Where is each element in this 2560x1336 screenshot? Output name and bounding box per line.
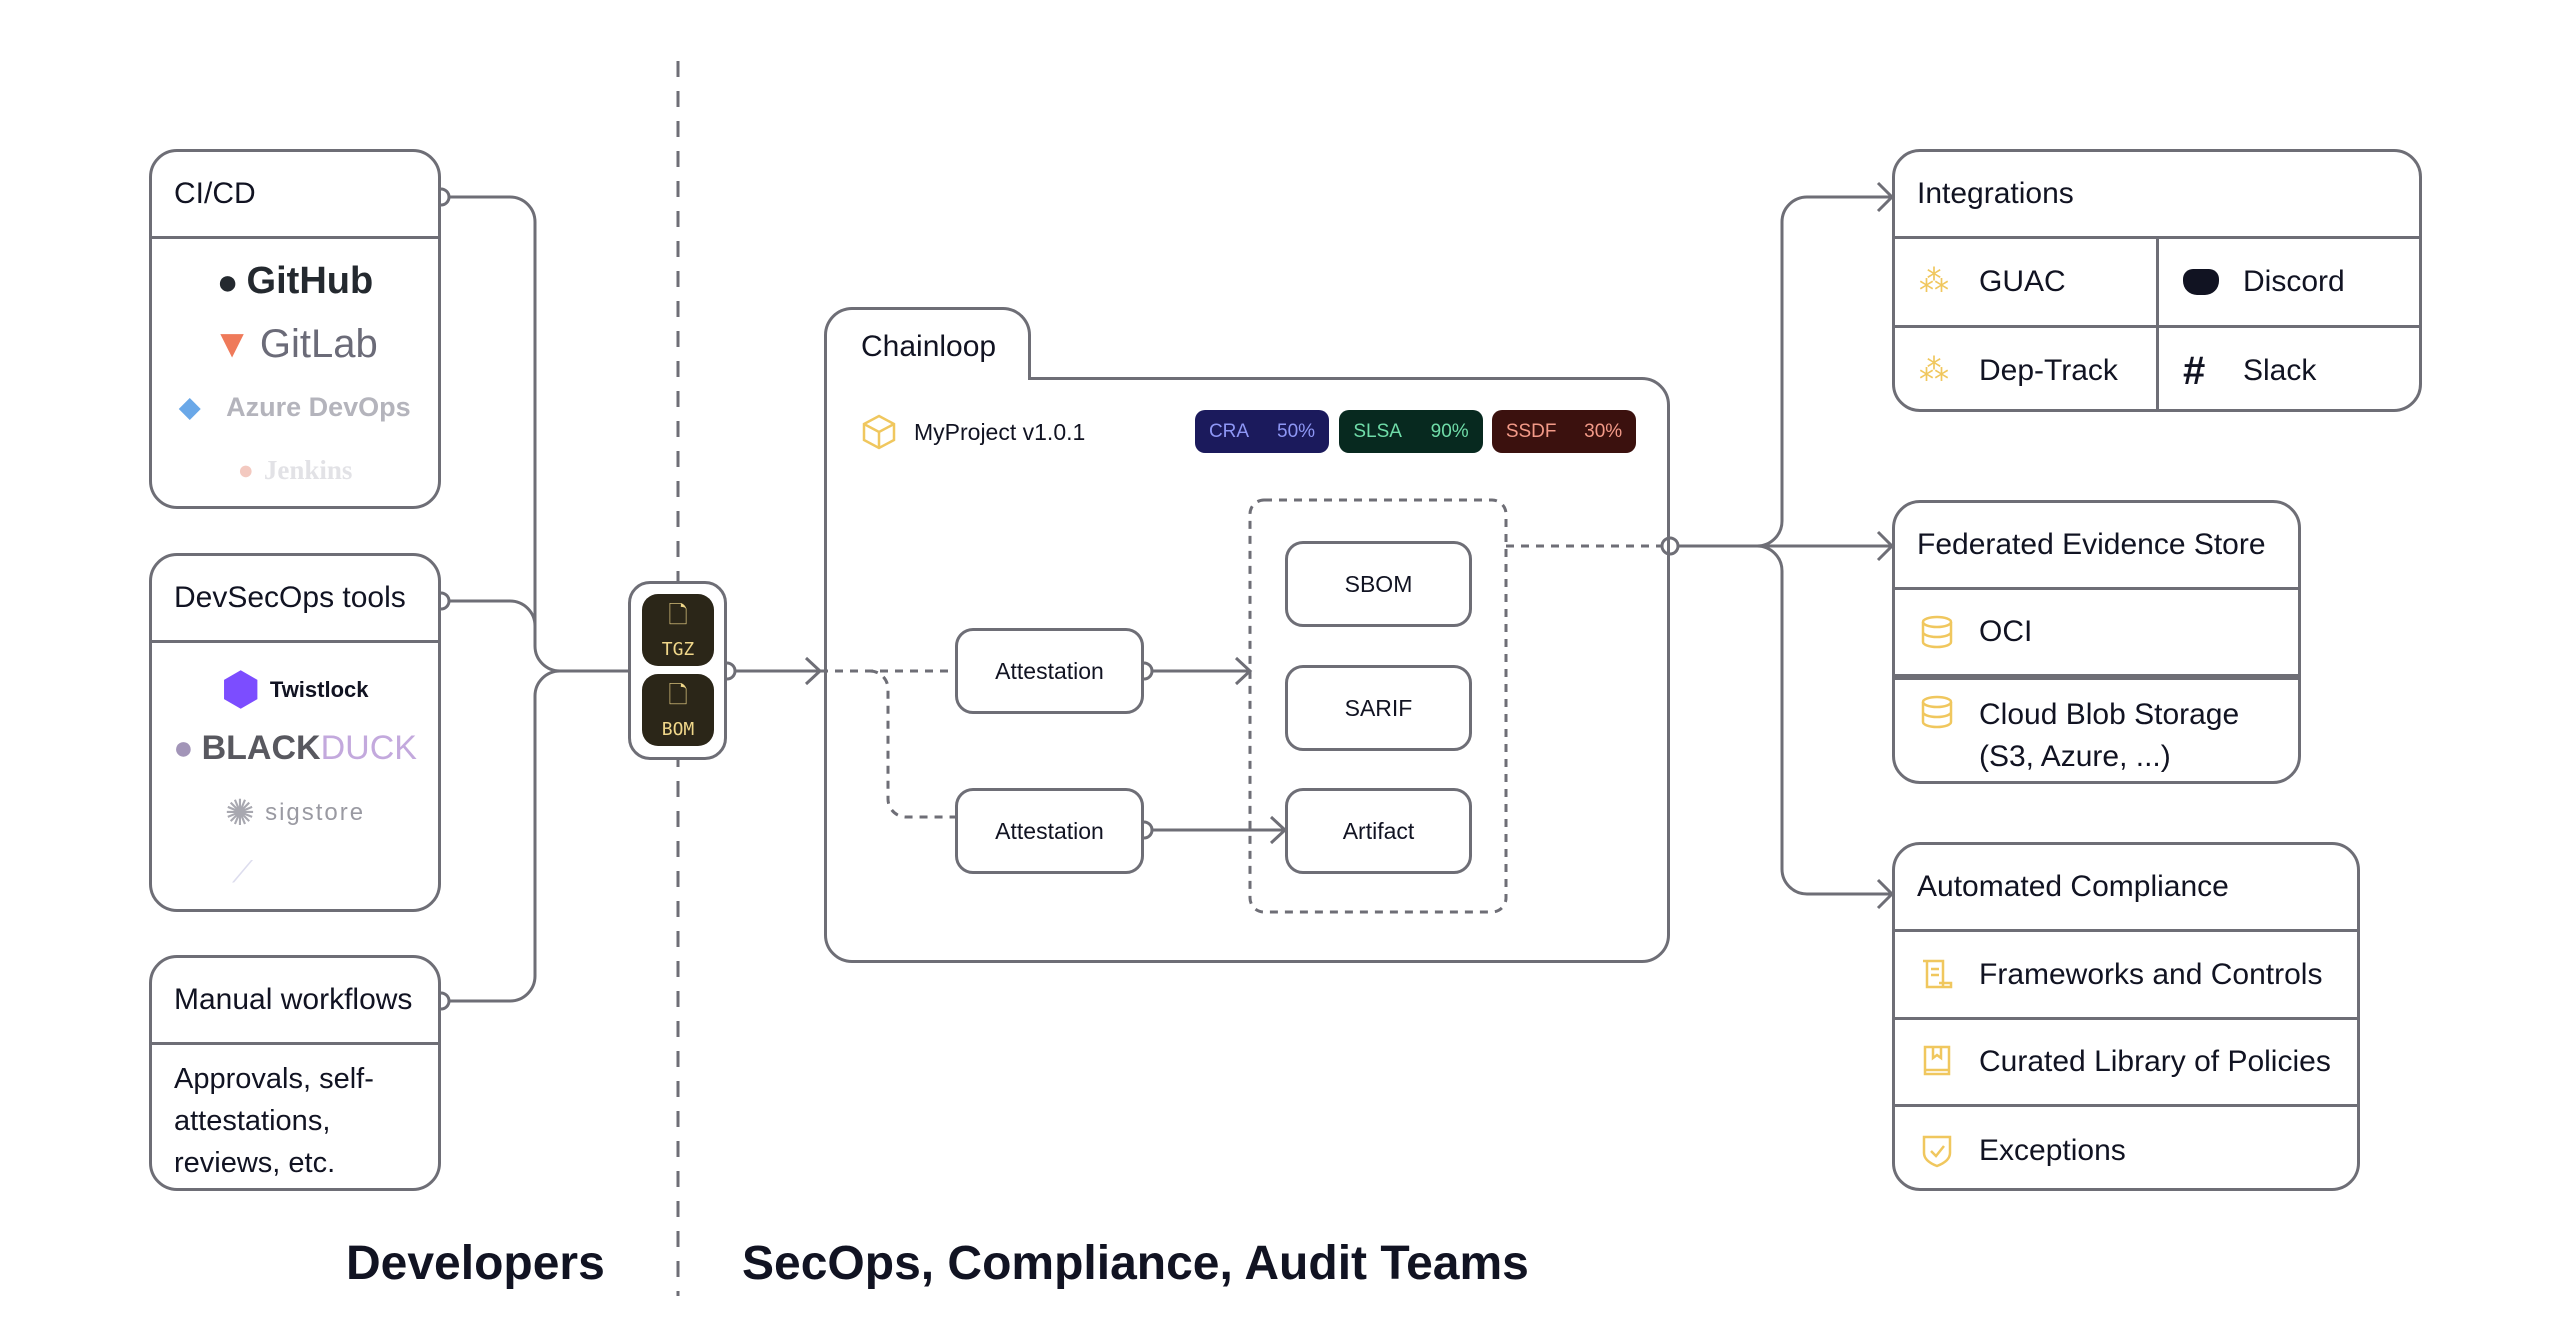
attestation-node[interactable]: Attestation: [955, 628, 1144, 714]
database-icon: [1921, 615, 1953, 649]
jenkins-logo: ●Jenkins: [237, 455, 353, 485]
twistlock-logo: ⬢Twistlock: [221, 665, 369, 714]
manual-workflows-card: Manual workflows Approvals, self-attesta…: [149, 955, 441, 1191]
sigstore-logo: ✺sigstore: [224, 792, 366, 833]
integrations-title: Integrations: [1895, 152, 2419, 239]
evidence-store-card: Federated Evidence Store OCI Cloud Blob …: [1892, 500, 2301, 784]
chainloop-tab: Chainloop: [824, 307, 1031, 380]
jenkins-icon: ●: [237, 455, 254, 485]
cicd-card: CI/CD ●GitHub ▼GitLab ◆Azure DevOps ●Jen…: [149, 149, 441, 509]
azure-icon: ◆: [179, 392, 201, 422]
github-icon: ●: [216, 260, 239, 302]
bom-file: 🗋BOM: [642, 674, 714, 746]
scroll-icon: [1923, 959, 1953, 988]
file-icon: 🗋: [668, 681, 688, 709]
compliance-frameworks[interactable]: Frameworks and Controls: [1895, 932, 2357, 1020]
attestation-node[interactable]: Attestation: [955, 788, 1144, 874]
file-icon: 🗋: [668, 601, 688, 629]
gitlab-icon: ▼: [212, 322, 252, 366]
integrations-card: Integrations ⁂GUAC Discord ⁂Dep-Track #S…: [1892, 149, 2422, 412]
manual-title: Manual workflows: [152, 958, 438, 1045]
artifact-node[interactable]: Artifact: [1285, 788, 1472, 874]
developers-label: Developers: [346, 1237, 605, 1290]
compliance-exceptions[interactable]: Exceptions: [1895, 1107, 2357, 1188]
package-icon: [862, 414, 896, 450]
twistlock-icon: ⬢: [221, 665, 260, 714]
integration-guac[interactable]: ⁂GUAC: [1919, 265, 2066, 298]
blackduck-icon: ●: [173, 729, 194, 767]
chainloop-title: Chainloop: [861, 330, 997, 363]
graph-icon: ⁂: [1919, 354, 1949, 387]
compliance-title: Automated Compliance: [1895, 845, 2357, 932]
chainloop-edge-cover: [827, 374, 1028, 380]
secops-label: SecOps, Compliance, Audit Teams: [742, 1237, 1529, 1290]
slack-icon: #: [2183, 349, 2206, 393]
github-logo: ●GitHub: [216, 260, 374, 302]
tgz-file: 🗋TGZ: [642, 594, 714, 666]
shield-check-icon: [1922, 1135, 1952, 1167]
store-cloud-blob[interactable]: Cloud Blob Storage(S3, Azure, ...): [1895, 677, 2298, 778]
integration-dep-track[interactable]: ⁂Dep-Track: [1919, 354, 2118, 387]
faded-tool-icon: ⟋: [232, 856, 253, 889]
sigstore-icon: ✺: [224, 792, 258, 833]
manual-description: Approvals, self-attestations, reviews, e…: [174, 1063, 374, 1179]
book-icon: [1923, 1045, 1951, 1076]
sarif-node[interactable]: SARIF: [1285, 665, 1472, 751]
compliance-card: Automated Compliance Frameworks and Cont…: [1892, 842, 2360, 1191]
chainloop-panel: [824, 377, 1670, 963]
database-icon: [1921, 695, 1953, 729]
project-label: MyProject v1.0.1: [862, 414, 1085, 450]
graph-icon: ⁂: [1919, 265, 1949, 298]
integration-slack[interactable]: #Slack: [2183, 349, 2317, 393]
discord-icon: [2183, 269, 2219, 295]
store-oci[interactable]: OCI: [1895, 590, 2298, 677]
integration-discord[interactable]: Discord: [2159, 239, 2419, 325]
azure-devops-logo: ◆Azure DevOps: [179, 392, 411, 422]
evidence-store-title: Federated Evidence Store: [1895, 503, 2298, 590]
compliance-policies[interactable]: Curated Library of Policies: [1895, 1020, 2357, 1107]
sbom-node[interactable]: SBOM: [1285, 541, 1472, 627]
cicd-title: CI/CD: [152, 152, 438, 239]
grid-line: [2156, 239, 2159, 409]
gitlab-logo: ▼GitLab: [212, 322, 378, 366]
devsecops-title: DevSecOps tools: [152, 556, 438, 643]
